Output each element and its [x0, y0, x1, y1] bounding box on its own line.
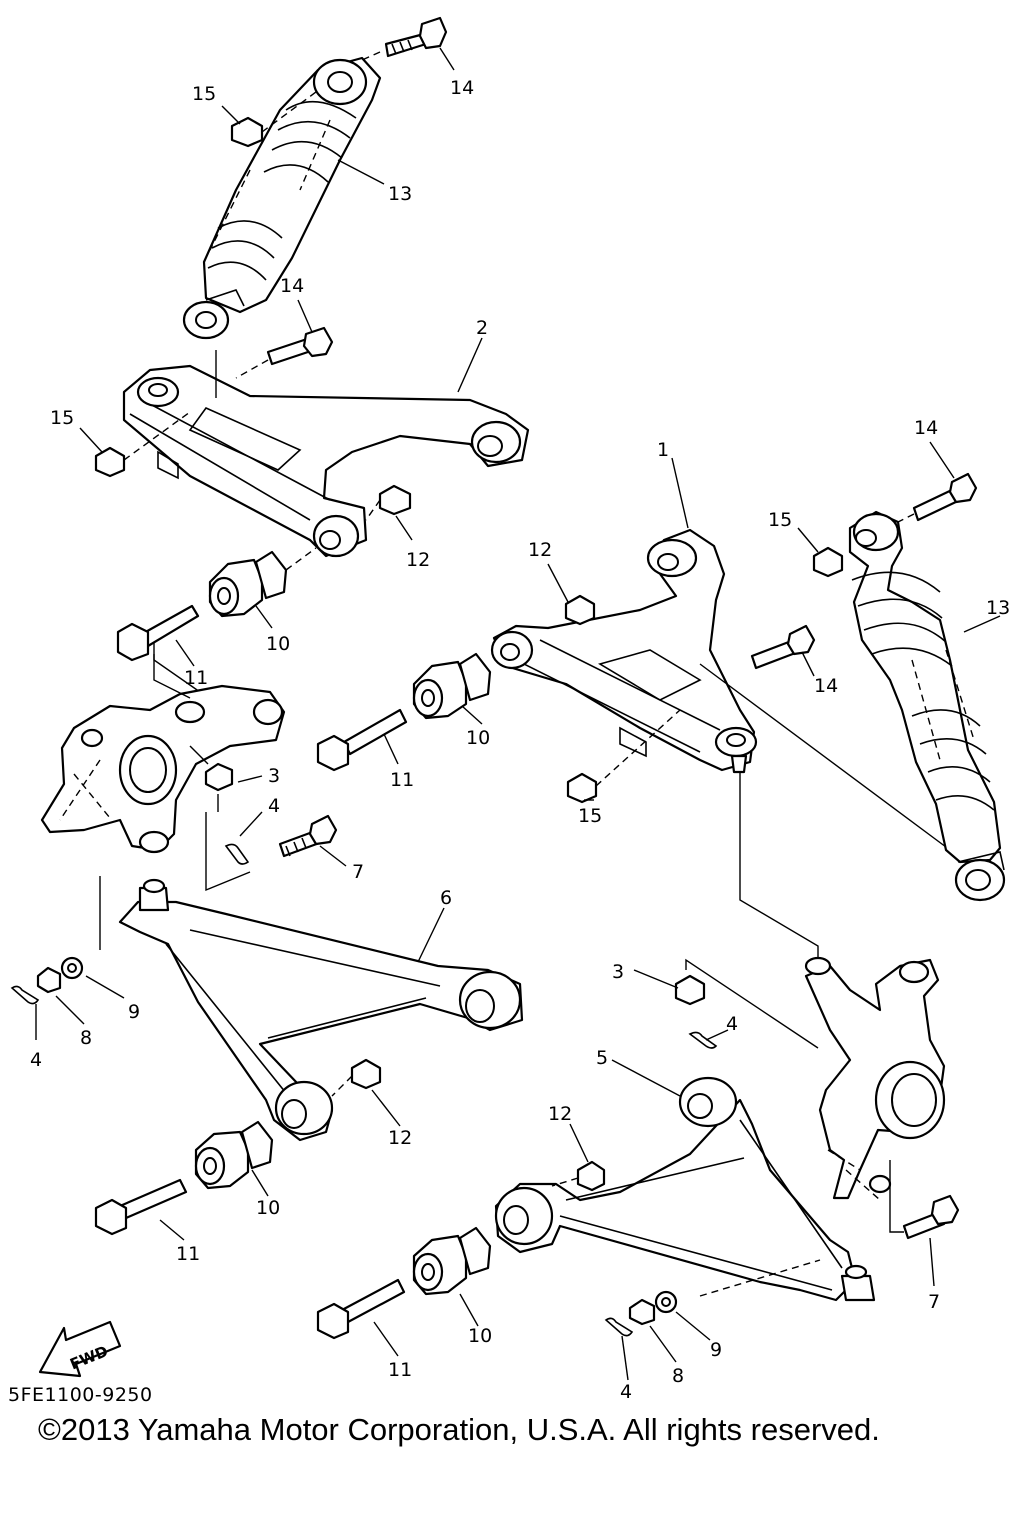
nut-15-left	[94, 411, 191, 478]
callout-10: 10	[468, 1325, 492, 1347]
nut-12-upper-right	[564, 594, 596, 626]
callout-12: 12	[528, 539, 552, 561]
callout-12: 12	[388, 1127, 412, 1149]
callout-10: 10	[256, 1197, 280, 1219]
bolt-7-right	[889, 1160, 960, 1240]
callout-11: 11	[176, 1243, 200, 1265]
callout-15: 15	[768, 509, 792, 531]
callout-1: 1	[657, 439, 669, 461]
callout-5: 5	[596, 1047, 608, 1069]
cotter-pin-4-left	[224, 843, 250, 865]
nut-12-lower-left	[331, 1058, 382, 1097]
callout-3: 3	[268, 765, 280, 787]
bolt-14-top	[361, 16, 448, 61]
callout-13: 13	[986, 597, 1010, 619]
callout-13: 13	[388, 183, 412, 205]
callout-10: 10	[466, 727, 490, 749]
bolt-14-left	[235, 326, 334, 379]
nut-12-lower-right	[551, 1160, 606, 1192]
washer-9-left	[60, 956, 84, 980]
bolt-14-right-top	[893, 472, 978, 525]
nut-3-right	[674, 958, 819, 1049]
callout-2: 2	[476, 317, 488, 339]
callout-4: 4	[268, 795, 280, 817]
nut-3-left	[189, 745, 234, 812]
callout-7: 7	[352, 861, 364, 883]
callout-8: 8	[80, 1027, 92, 1049]
callout-numbers: 1 2 3 4 5 6 7 8 9 10 11 12 13 14 15 14 1…	[30, 77, 1010, 1403]
bolt-11-upper-left	[116, 604, 201, 693]
bushing-10-upper-left	[208, 547, 317, 618]
callout-4: 4	[620, 1381, 632, 1403]
callout-15: 15	[192, 83, 216, 105]
nut-12-upper-left	[365, 484, 412, 521]
fwd-arrow-icon: FWD	[38, 1320, 122, 1378]
bolt-14-right-mid	[750, 624, 816, 670]
part-code: 5FE1100-9250	[8, 1384, 153, 1406]
bolt-11-upper-right	[316, 708, 408, 772]
knuckle-left	[40, 654, 286, 854]
callout-10: 10	[266, 633, 290, 655]
bushing-10-lower-left	[194, 1120, 274, 1190]
bolt-11-lower-right	[316, 1278, 406, 1340]
callout-leaders	[55, 47, 1001, 1381]
cotter-pin-4-lower-left	[10, 985, 40, 1040]
callout-14: 14	[450, 77, 474, 99]
callout-3: 3	[612, 961, 624, 983]
lower-arm-left	[99, 876, 524, 1142]
bolt-11-lower-left	[94, 1178, 188, 1236]
callout-4: 4	[30, 1049, 42, 1071]
callout-14: 14	[914, 417, 938, 439]
callout-9: 9	[128, 1001, 140, 1023]
callout-11: 11	[388, 1359, 412, 1381]
callout-4: 4	[726, 1013, 738, 1035]
washer-9-right	[654, 1290, 678, 1314]
callout-14: 14	[280, 275, 304, 297]
nut-8-right	[628, 1298, 656, 1326]
callout-14: 14	[814, 675, 838, 697]
bolt-7-left	[205, 812, 338, 892]
upper-arm-right	[490, 528, 951, 986]
callout-9: 9	[710, 1339, 722, 1361]
copyright-notice: ©2013 Yamaha Motor Corporation, U.S.A. A…	[38, 1412, 880, 1447]
bushing-10-lower-right	[412, 1226, 492, 1296]
upper-arm-left	[122, 350, 530, 558]
callout-8: 8	[672, 1365, 684, 1387]
callout-11: 11	[184, 667, 208, 689]
knuckle-right	[804, 956, 946, 1201]
shock-absorber-left	[182, 56, 382, 340]
lower-arm-right	[494, 1076, 876, 1302]
nut-8-left	[36, 966, 62, 994]
nut-15-top	[230, 91, 317, 148]
cotter-pin-4-right-lower	[604, 1317, 634, 1337]
cotter-pin-4-right-upper	[688, 1031, 718, 1049]
callout-15: 15	[50, 407, 74, 429]
nut-15-right-mid	[566, 709, 681, 804]
nut-15-right-top	[812, 546, 844, 578]
callout-12: 12	[406, 549, 430, 571]
bushing-10-upper-right	[412, 652, 492, 720]
callout-12: 12	[548, 1103, 572, 1125]
callout-6: 6	[440, 887, 452, 909]
callout-11: 11	[390, 769, 414, 791]
callout-7: 7	[928, 1291, 940, 1313]
shock-absorber-right	[848, 510, 1006, 902]
callout-15: 15	[578, 805, 602, 827]
